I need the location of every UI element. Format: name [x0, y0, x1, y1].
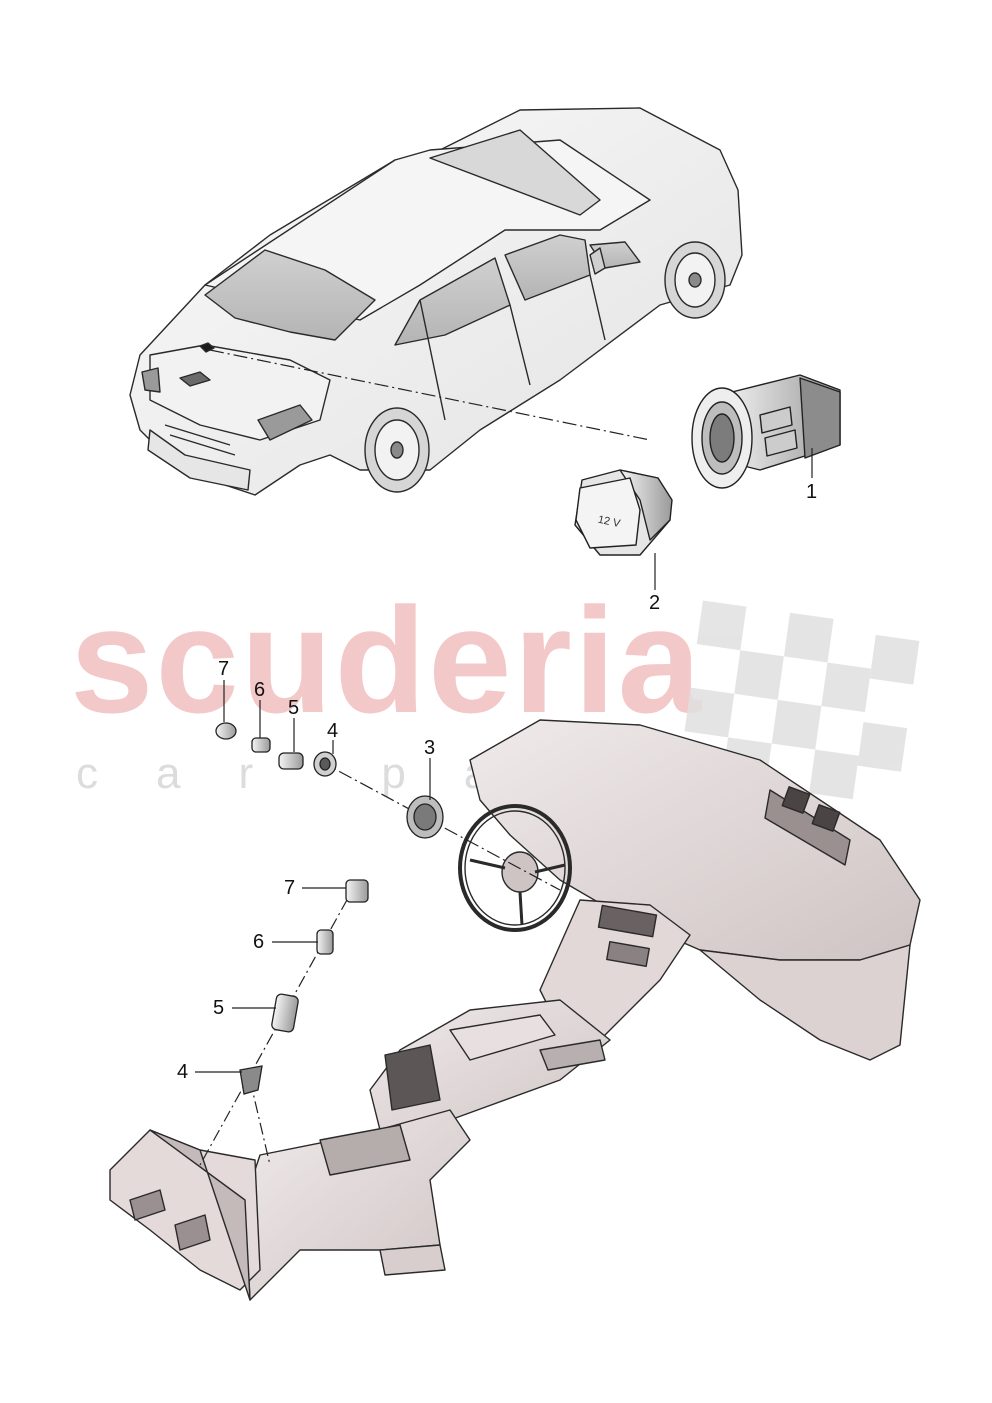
part-6-bulb-column [316, 929, 334, 955]
callout-1: 1 [806, 481, 818, 503]
leader-dash-row [317, 759, 561, 891]
callout-7-upper: 7 [218, 658, 230, 680]
part-7-cap-upper [215, 722, 237, 740]
callout-7-column: 7 [284, 877, 296, 899]
callout-4-column: 4 [177, 1061, 189, 1083]
callout-6-column: 6 [253, 931, 265, 953]
car-illustration [129, 107, 743, 496]
dashboard-illustration [109, 719, 921, 1301]
part-3-socket-insert [406, 795, 444, 839]
column-small-parts [239, 879, 369, 1095]
callout-5-upper: 5 [288, 697, 300, 719]
callout-3: 3 [424, 737, 436, 759]
leader-console-branch [249, 1079, 271, 1166]
upper-row-small-parts [215, 722, 337, 777]
part-4-clip-column [239, 1065, 263, 1095]
part-6-bulb-upper [251, 737, 271, 753]
socket-label: 12 V [597, 514, 622, 531]
callout-5-column: 5 [213, 997, 225, 1019]
callout-4-upper: 4 [327, 720, 339, 742]
leader-car-to-socket [209, 349, 651, 441]
callout-6-upper: 6 [254, 679, 266, 701]
watermark-brand: scuderia [70, 576, 703, 744]
callout-2: 2 [649, 592, 661, 614]
part-2-12v-socket-cap [574, 469, 673, 556]
part-5-sleeve-column [271, 993, 299, 1033]
part-5-sleeve-upper [278, 752, 304, 770]
part-1-socket-housing [691, 374, 841, 489]
part-7-cap-column [345, 879, 369, 903]
